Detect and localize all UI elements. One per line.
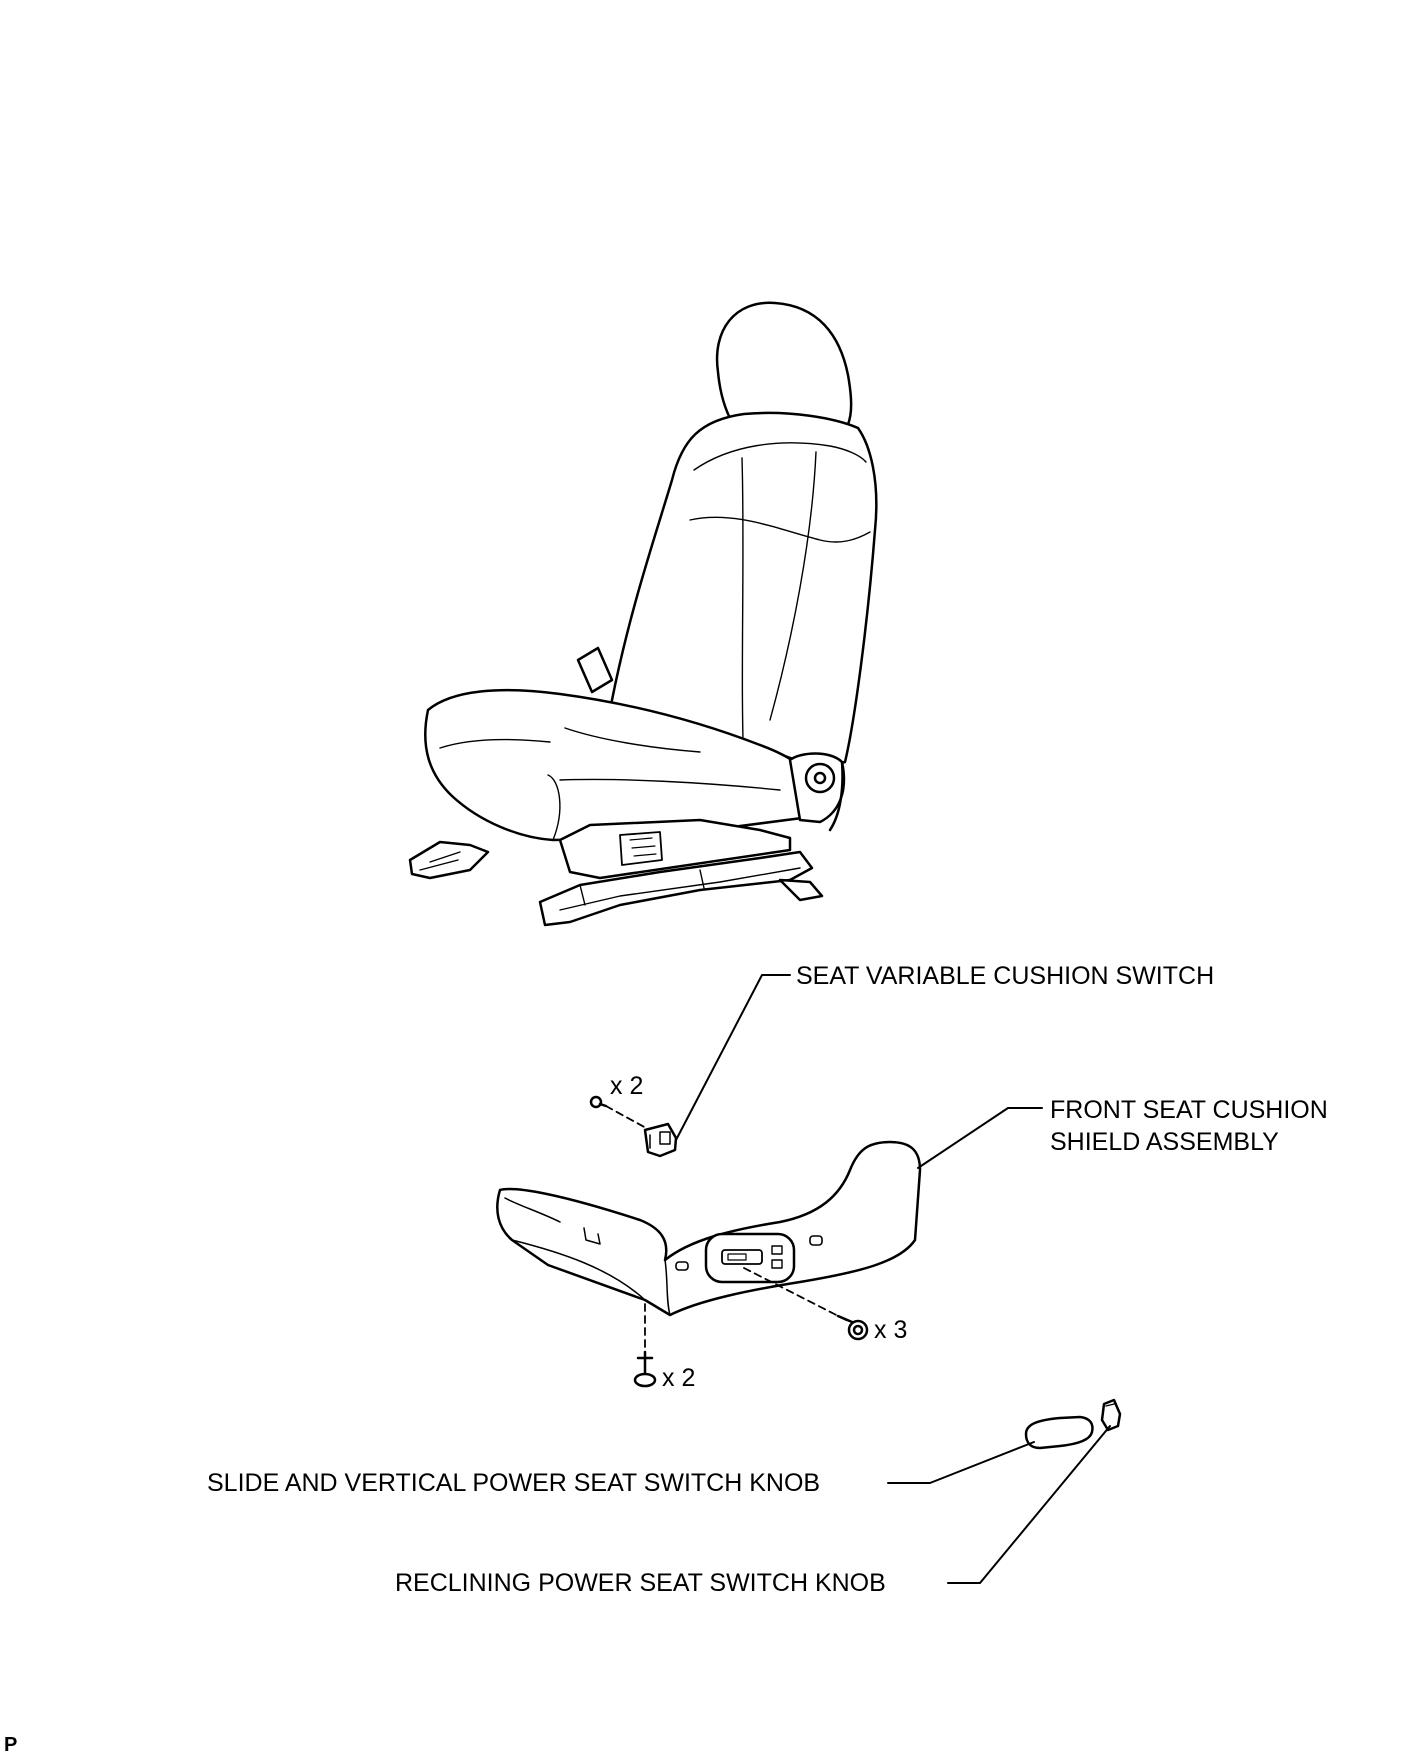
leader-reclining-knob bbox=[947, 1425, 1111, 1584]
shield-screw-bottom bbox=[633, 1350, 657, 1388]
reclining-knob-part bbox=[1100, 1398, 1122, 1432]
label-slide-vertical-knob: SLIDE AND VERTICAL POWER SEAT SWITCH KNO… bbox=[207, 1469, 821, 1497]
leader-cushion-switch bbox=[675, 974, 791, 1141]
label-front-seat-cushion-shield-line1: FRONT SEAT CUSHION bbox=[1050, 1096, 1328, 1124]
front-seat-cushion-shield bbox=[496, 1140, 922, 1317]
qty-switch-screws: x 2 bbox=[610, 1072, 644, 1100]
label-reclining-knob: RECLINING POWER SEAT SWITCH KNOB bbox=[395, 1569, 886, 1597]
seat-rail-rear bbox=[408, 840, 490, 880]
label-seat-variable-cushion-switch: SEAT VARIABLE CUSHION SWITCH bbox=[796, 962, 1215, 990]
front-seat-illustration bbox=[408, 301, 878, 927]
seat-variable-cushion-switch bbox=[643, 1122, 678, 1158]
corner-mark: P bbox=[4, 1734, 18, 1756]
leader-cushion-shield bbox=[917, 1107, 1043, 1169]
slide-vertical-knob-part bbox=[1024, 1415, 1094, 1450]
label-front-seat-cushion-shield-line2: SHIELD ASSEMBLY bbox=[1050, 1128, 1279, 1156]
switch-screw bbox=[589, 1095, 608, 1109]
shield-screw-right bbox=[836, 1314, 869, 1341]
seat-frame bbox=[558, 818, 792, 880]
shield-screw-guide-right bbox=[743, 1267, 851, 1323]
switch-screw-guide bbox=[605, 1105, 647, 1129]
qty-shield-screws-right: x 3 bbox=[874, 1316, 908, 1344]
leader-slide-vertical-knob bbox=[887, 1441, 1035, 1484]
qty-shield-screws-bottom: x 2 bbox=[662, 1364, 696, 1392]
seat-belt-buckle bbox=[576, 646, 614, 694]
